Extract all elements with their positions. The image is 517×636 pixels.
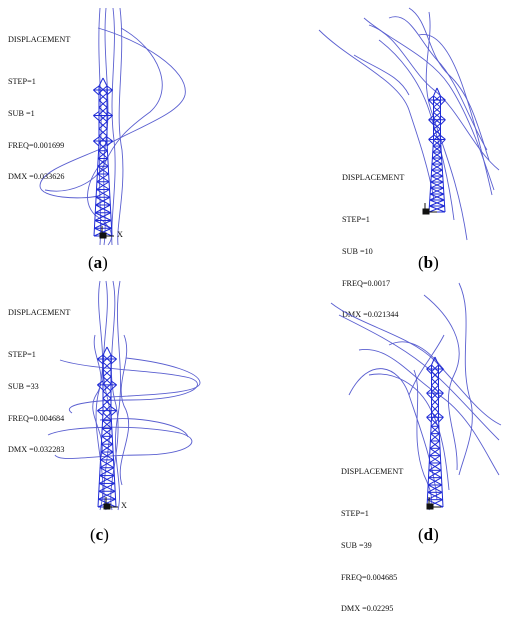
conductor-wave	[378, 39, 455, 221]
dmx-value: DMX =0.033626	[8, 172, 65, 182]
sub-value: SUB =33	[8, 381, 39, 391]
caption-c: (c)	[90, 525, 109, 544]
conductor-wave	[330, 302, 502, 426]
freq-value: FREQ=0.0017	[342, 278, 391, 288]
step-value: STEP=1	[8, 349, 36, 359]
conductor-wave	[99, 418, 189, 438]
conductor-wave	[408, 7, 490, 161]
result-header: DISPLACEMENT	[8, 308, 71, 318]
sub-value: SUB =1	[8, 108, 35, 118]
conductor-wave	[318, 29, 435, 201]
mode-shape-diagram-b	[318, 7, 500, 241]
mode-shape-diagram-d	[330, 282, 502, 511]
result-header: DISPLACEMENT	[341, 467, 404, 477]
panel-d: DISPLACEMENT STEP=1 SUB =39 FREQ=0.00468…	[259, 275, 517, 613]
conductor-wave	[338, 314, 500, 441]
dmx-value: DMX =0.02295	[341, 604, 394, 614]
conductor-wave	[353, 54, 410, 96]
dmx-value: DMX =0.021344	[342, 310, 399, 320]
conductor-wave	[119, 334, 130, 486]
conductor-wave	[418, 34, 493, 196]
sub-value: SUB =10	[342, 246, 373, 256]
conductor-wave	[413, 369, 432, 511]
result-info-box: DISPLACEMENT STEP=1 SUB =33 FREQ=0.00468…	[8, 287, 70, 477]
conductor-wave	[115, 280, 122, 511]
panel-c: DISPLACEMENT STEP=1 SUB =33 FREQ=0.00468…	[0, 275, 258, 550]
conductor-wave	[423, 294, 460, 471]
freq-value: FREQ=0.004685	[341, 572, 398, 582]
result-header: DISPLACEMENT	[8, 35, 71, 45]
conductor-wave	[59, 359, 198, 414]
step-value: STEP=1	[341, 508, 369, 518]
conductor-wave	[458, 282, 473, 476]
axis-label: X	[117, 230, 123, 239]
result-info-box: DISPLACEMENT STEP=1 SUB =10 FREQ=0.0017 …	[342, 152, 404, 342]
axis-label: X	[121, 501, 127, 510]
result-info-box: DISPLACEMENT STEP=1 SUB =1 FREQ=0.001699…	[8, 14, 70, 204]
coordinate-triad-icon	[422, 203, 437, 215]
panel-b: DISPLACEMENT STEP=1 SUB =10 FREQ=0.0017 …	[259, 0, 517, 319]
caption-a: (a)	[88, 253, 108, 272]
transmission-tower	[97, 346, 117, 508]
coordinate-triad-icon	[426, 497, 441, 510]
conductor-wave	[117, 7, 124, 246]
coordinate-triad-icon	[103, 497, 118, 510]
freq-value: FREQ=0.004684	[8, 413, 65, 423]
conductor-wave	[111, 7, 116, 246]
step-value: STEP=1	[342, 214, 370, 224]
conductor-wave	[47, 426, 193, 459]
transmission-tower	[426, 356, 444, 508]
conductor-wave	[408, 334, 445, 396]
step-value: STEP=1	[8, 76, 36, 86]
panel-a: DISPLACEMENT STEP=1 SUB =1 FREQ=0.001699…	[0, 0, 258, 272]
result-header: DISPLACEMENT	[342, 173, 405, 183]
caption-b: (b)	[418, 253, 439, 272]
conductor-wave	[44, 27, 163, 192]
caption-d: (d)	[418, 525, 439, 544]
result-info-box: DISPLACEMENT STEP=1 SUB =39 FREQ=0.00468…	[341, 446, 403, 636]
coordinate-triad-icon	[99, 226, 114, 239]
sub-value: SUB =39	[341, 540, 372, 550]
conductor-wave	[388, 341, 445, 371]
dmx-value: DMX =0.032283	[8, 445, 65, 455]
transmission-tower	[93, 77, 113, 237]
conductor-wave	[95, 280, 104, 511]
mode-shape-diagram-c	[47, 280, 201, 511]
mode-shape-diagram-a	[39, 7, 186, 246]
conductor-wave	[109, 357, 201, 398]
conductor-wave	[368, 24, 500, 171]
conductor-wave	[425, 11, 468, 241]
freq-value: FREQ=0.001699	[8, 140, 65, 150]
transmission-tower	[428, 87, 446, 213]
